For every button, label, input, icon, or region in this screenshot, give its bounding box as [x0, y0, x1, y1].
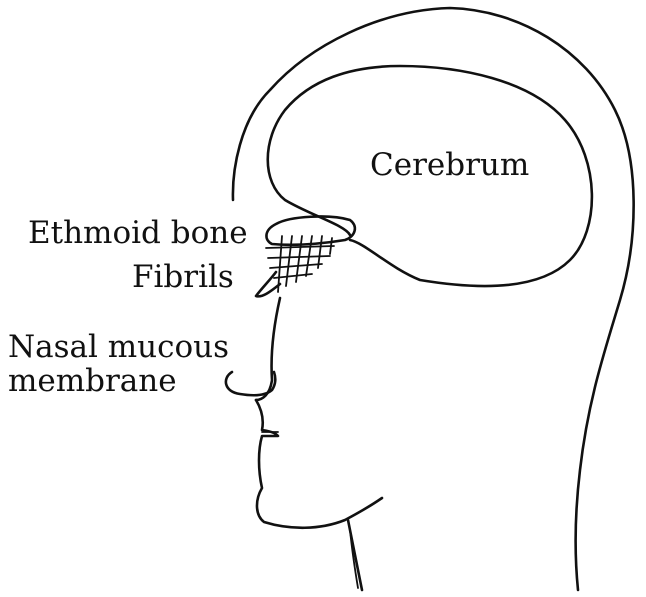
label-fibrils: Fibrils — [132, 259, 234, 295]
label-nasal-line2: membrane — [8, 363, 177, 399]
label-ethmoid-bone: Ethmoid bone — [28, 215, 248, 251]
label-cerebrum: Cerebrum — [370, 147, 529, 183]
label-nasal-line1: Nasal mucous — [8, 329, 229, 365]
